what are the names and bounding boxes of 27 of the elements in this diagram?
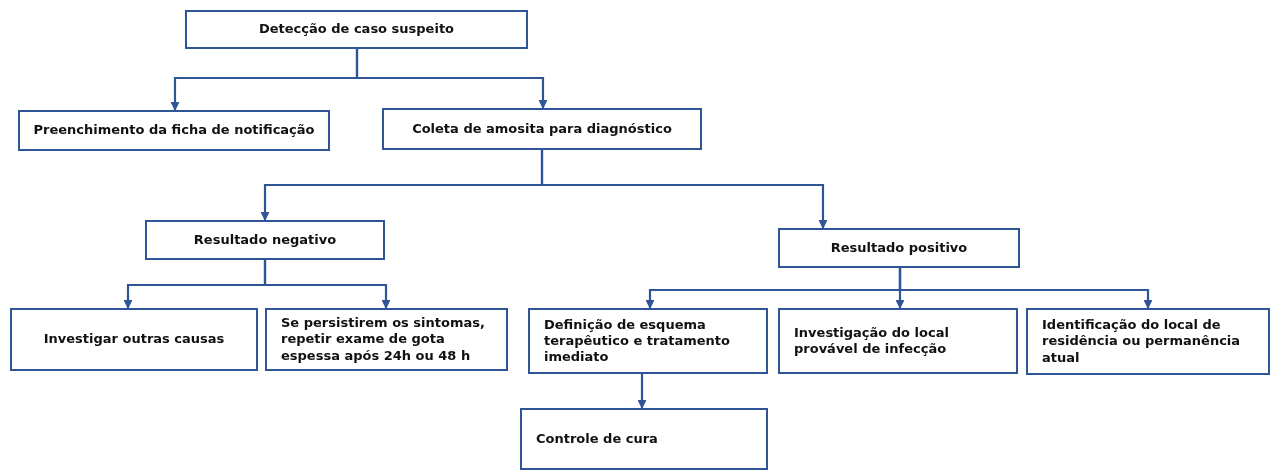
connector-arrow bbox=[540, 150, 828, 229]
box-label: Controle de cura bbox=[536, 429, 659, 448]
process-box bbox=[185, 10, 528, 49]
process-box bbox=[382, 108, 702, 150]
box-label: Resultado negativo bbox=[192, 230, 338, 249]
process-box bbox=[265, 308, 508, 371]
process-box bbox=[1026, 308, 1270, 375]
box-label: Identificação do local de residência ou permanência atual bbox=[1042, 316, 1242, 367]
box-label: Definição de esquema terapêutico e tratamento imediato bbox=[544, 315, 731, 367]
connector-arrow bbox=[898, 268, 1153, 309]
process-box bbox=[18, 110, 330, 151]
box-label: Se persistirem os sintomas, repetir exame de gota espessa após 24h ou 48 h bbox=[281, 314, 486, 365]
process-box bbox=[778, 308, 1018, 374]
process-box bbox=[528, 308, 768, 374]
connector-arrow bbox=[637, 374, 647, 409]
process-box bbox=[778, 228, 1020, 268]
box-label: Preenchimento da ficha de notificação bbox=[32, 121, 316, 140]
process-box bbox=[520, 408, 768, 470]
connector-arrow bbox=[263, 260, 391, 309]
box-label: Investigação do local provável de infecção bbox=[794, 323, 950, 358]
box-label: Investigar outras causas bbox=[42, 330, 226, 349]
connector-arrow bbox=[355, 49, 548, 109]
box-label: Coleta de amosita para diagnóstico bbox=[411, 119, 673, 138]
box-label: Resultado positivo bbox=[829, 238, 969, 257]
process-box bbox=[10, 308, 258, 371]
box-label: Detecção de caso suspeito bbox=[257, 20, 456, 39]
process-box bbox=[145, 220, 385, 260]
